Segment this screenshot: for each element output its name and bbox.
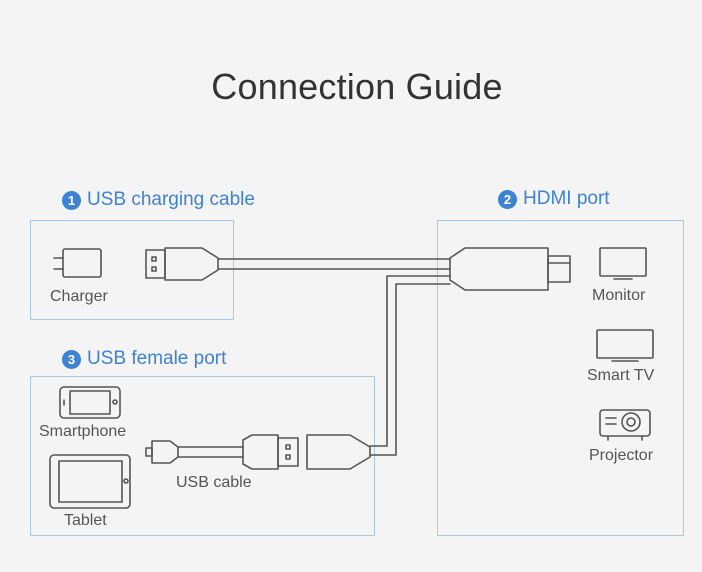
projector-icon [599,409,651,441]
section-label-usb-charging: 1 USB charging cable [62,189,255,211]
usb-charging-panel [30,220,234,320]
female-cable-line [369,275,451,456]
charging-cable-line [217,258,451,270]
charger-label: Charger [50,288,108,305]
charger-icon [53,248,102,278]
smartphone-icon [59,386,121,419]
usb-female-connector-icon [306,434,371,470]
monitor-label: Monitor [592,287,646,304]
usb-cable-label: USB cable [176,474,252,491]
section-title: HDMI port [523,188,610,209]
smart-tv-label: Smart TV [587,367,655,384]
hdmi-port-panel [437,220,684,536]
smart-tv-icon [596,329,654,362]
monitor-icon [599,247,647,280]
page-title: Connection Guide [211,66,503,107]
projector-label: Projector [589,447,654,464]
usb-female-panel [30,376,375,536]
usb-cable-line [177,446,244,458]
usb-male-plug-icon [242,434,299,470]
usb-charging-plug-icon [145,247,219,281]
section-label-usb-female: 3 USB female port [62,348,226,370]
micro-usb-plug-icon [145,440,179,464]
hdmi-plug-icon [449,247,571,291]
number-badge-1: 1 [62,190,81,210]
tablet-label: Tablet [64,512,107,529]
section-title: USB charging cable [87,189,255,210]
number-badge-2: 2 [498,189,517,209]
number-badge-3: 3 [62,349,81,369]
smartphone-label: Smartphone [39,423,127,440]
section-title: USB female port [87,348,227,369]
tablet-icon [49,454,131,509]
section-label-hdmi: 2 HDMI port [498,188,610,210]
